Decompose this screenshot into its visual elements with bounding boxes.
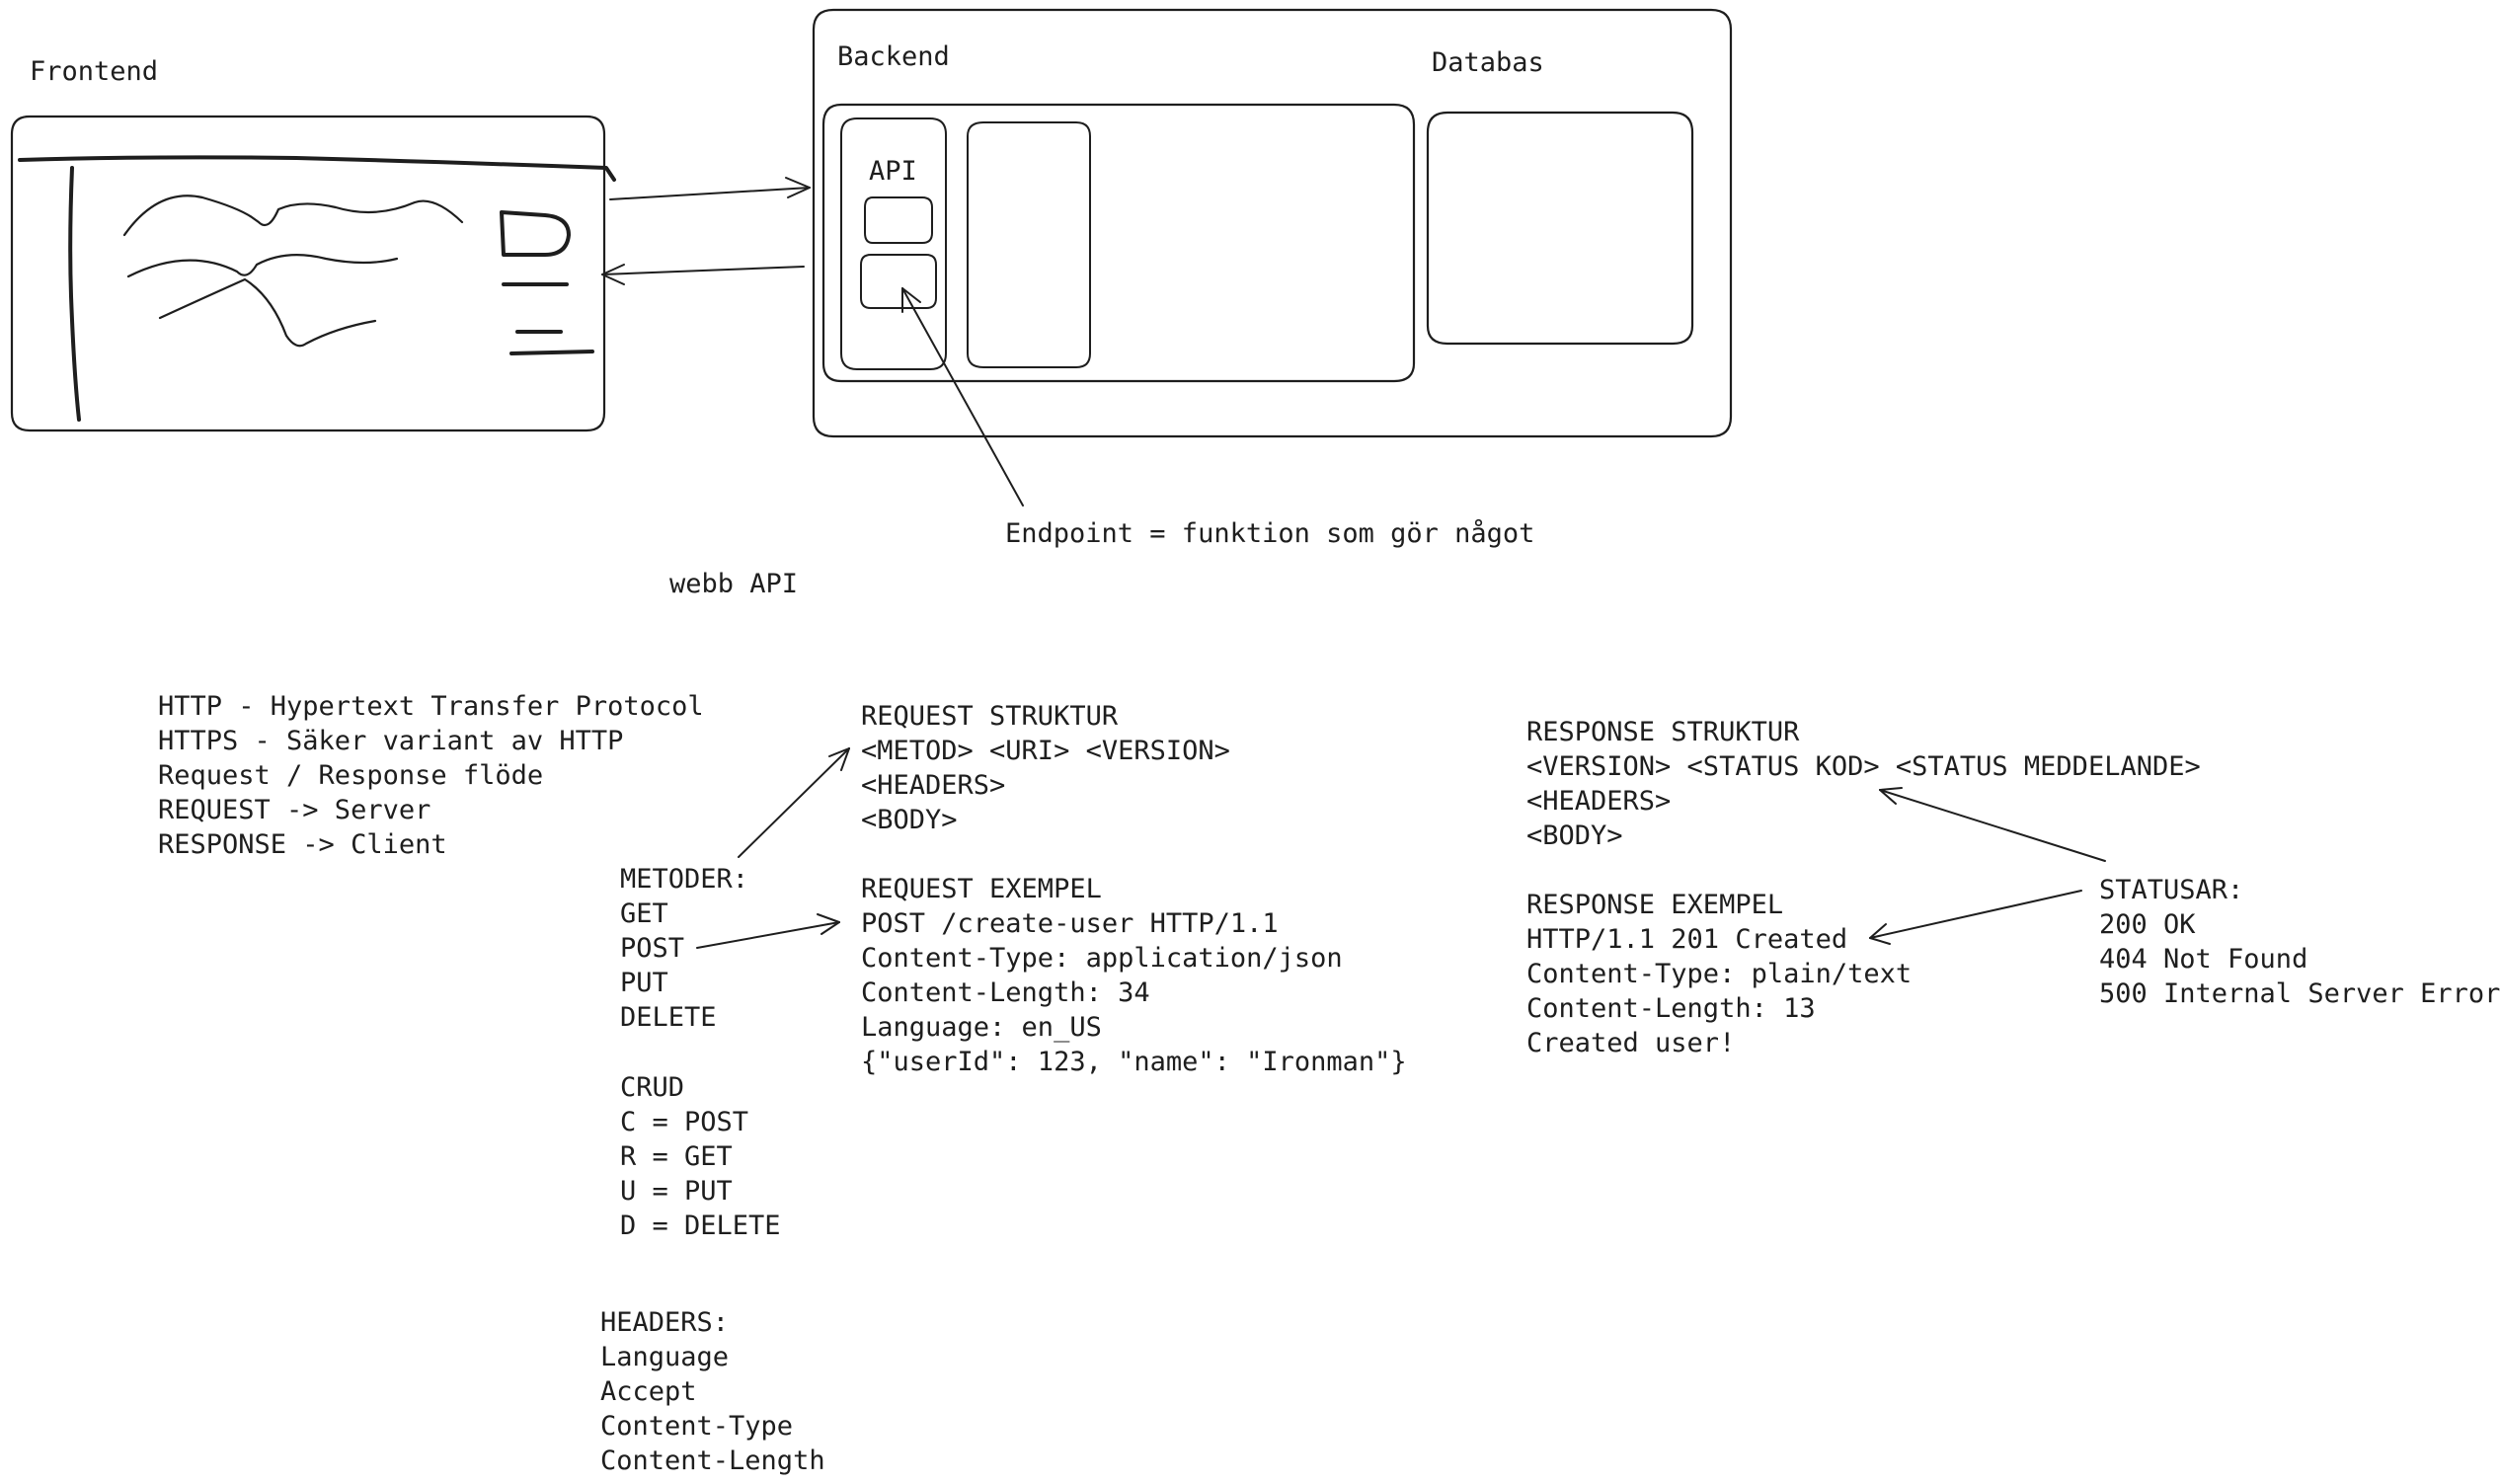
frontend-squiggles bbox=[122, 195, 464, 348]
frontend-sketch bbox=[18, 155, 616, 422]
databas-box bbox=[1426, 111, 1694, 346]
http-note-line: Request / Response flöde bbox=[158, 760, 544, 791]
request-struktur-line: <BODY> bbox=[861, 805, 958, 835]
crud-line: CRUD bbox=[620, 1072, 685, 1103]
metoder-line: GET bbox=[620, 898, 668, 929]
endpoint-label: Endpoint = funktion som gör något bbox=[1005, 518, 1535, 549]
api-box bbox=[840, 117, 947, 370]
arrow-backend-to-frontend bbox=[601, 264, 805, 285]
headers-line: Content-Length bbox=[600, 1445, 825, 1476]
statusar-block: STATUSAR: 200 OK 404 Not Found 500 Inter… bbox=[2099, 873, 2500, 1011]
metoder-line: METODER: bbox=[620, 864, 749, 895]
statusar-line: STATUSAR: bbox=[2099, 875, 2244, 905]
response-exempel-block: RESPONSE EXEMPEL HTTP/1.1 201 Created Co… bbox=[1526, 888, 1912, 1060]
arrow-frontend-to-backend bbox=[609, 177, 811, 200]
arrow-statusar-to-response-exempel bbox=[1869, 890, 2082, 945]
backend-label: Backend bbox=[837, 41, 950, 72]
http-note-line: HTTPS - Säker variant av HTTP bbox=[158, 726, 624, 756]
headers-block: HEADERS: Language Accept Content-Type Co… bbox=[600, 1305, 825, 1478]
headers-line: Language bbox=[600, 1342, 730, 1372]
headers-line: Content-Type bbox=[600, 1411, 794, 1442]
crud-line: U = PUT bbox=[620, 1176, 733, 1207]
response-exempel-line: RESPONSE EXEMPEL bbox=[1526, 890, 1784, 920]
backend-inner-box bbox=[821, 103, 1416, 383]
request-struktur-line: <HEADERS> bbox=[861, 770, 1006, 801]
request-struktur-line: <METOD> <URI> <VERSION> bbox=[861, 736, 1230, 766]
metoder-line: DELETE bbox=[620, 1002, 717, 1033]
arrow-post-to-request-exempel bbox=[696, 913, 840, 949]
metoder-line: POST bbox=[620, 933, 685, 964]
http-note-line: RESPONSE -> Client bbox=[158, 829, 447, 860]
request-exempel-line: Content-Length: 34 bbox=[861, 977, 1150, 1008]
metoder-line: PUT bbox=[620, 968, 668, 998]
metoder-block: METODER: GET POST PUT DELETE bbox=[620, 862, 748, 1035]
request-exempel-line: Content-Type: application/json bbox=[861, 943, 1343, 974]
request-exempel-block: REQUEST EXEMPEL POST /create-user HTTP/1… bbox=[861, 872, 1407, 1079]
request-exempel-line: REQUEST EXEMPEL bbox=[861, 874, 1102, 904]
response-exempel-line: Content-Length: 13 bbox=[1526, 993, 1816, 1024]
request-exempel-line: {"userId": 123, "name": "Ironman"} bbox=[861, 1047, 1407, 1077]
api-endpoint-box-1 bbox=[864, 196, 933, 244]
statusar-line: 200 OK bbox=[2099, 909, 2196, 940]
api-endpoint-box-2 bbox=[860, 254, 937, 309]
request-exempel-line: POST /create-user HTTP/1.1 bbox=[861, 908, 1279, 939]
backend-service-box bbox=[967, 121, 1091, 368]
statusar-line: 500 Internal Server Error bbox=[2099, 978, 2500, 1009]
response-exempel-line: Content-Type: plain/text bbox=[1526, 959, 1913, 989]
headers-line: HEADERS: bbox=[600, 1307, 730, 1338]
frontend-label: Frontend bbox=[30, 56, 159, 87]
request-struktur-block: REQUEST STRUKTUR <METOD> <URI> <VERSION>… bbox=[861, 699, 1230, 837]
http-note-line: HTTP - Hypertext Transfer Protocol bbox=[158, 691, 704, 722]
webb-api-label: webb API bbox=[669, 569, 799, 599]
arrow-metoder-to-request-struktur bbox=[738, 747, 850, 858]
request-exempel-line: Language: en_US bbox=[861, 1012, 1102, 1043]
http-note-line: REQUEST -> Server bbox=[158, 795, 431, 825]
response-struktur-line: <HEADERS> bbox=[1526, 786, 1672, 817]
response-struktur-line: <BODY> bbox=[1526, 820, 1623, 851]
arrow-endpoint-pointer bbox=[901, 287, 1024, 507]
crud-line: R = GET bbox=[620, 1141, 733, 1172]
databas-label: Databas bbox=[1432, 47, 1544, 78]
response-struktur-line: RESPONSE STRUKTUR bbox=[1526, 717, 1800, 747]
crud-block: CRUD C = POST R = GET U = PUT D = DELETE bbox=[620, 1070, 781, 1243]
frontend-box bbox=[10, 115, 606, 432]
request-struktur-line: REQUEST STRUKTUR bbox=[861, 701, 1119, 732]
response-exempel-line: Created user! bbox=[1526, 1028, 1736, 1058]
api-label: API bbox=[869, 156, 917, 187]
http-notes-block: HTTP - Hypertext Transfer Protocol HTTPS… bbox=[158, 689, 704, 862]
response-struktur-block: RESPONSE STRUKTUR <VERSION> <STATUS KOD>… bbox=[1526, 715, 2201, 853]
crud-line: C = POST bbox=[620, 1107, 749, 1137]
arrow-statusar-to-response-struktur bbox=[1879, 787, 2106, 862]
backend-box bbox=[812, 8, 1733, 438]
statusar-line: 404 Not Found bbox=[2099, 944, 2308, 975]
headers-line: Accept bbox=[600, 1376, 697, 1407]
response-exempel-line: HTTP/1.1 201 Created bbox=[1526, 924, 1848, 955]
response-struktur-line: <VERSION> <STATUS KOD> <STATUS MEDDELAND… bbox=[1526, 751, 2201, 782]
crud-line: D = DELETE bbox=[620, 1211, 781, 1241]
